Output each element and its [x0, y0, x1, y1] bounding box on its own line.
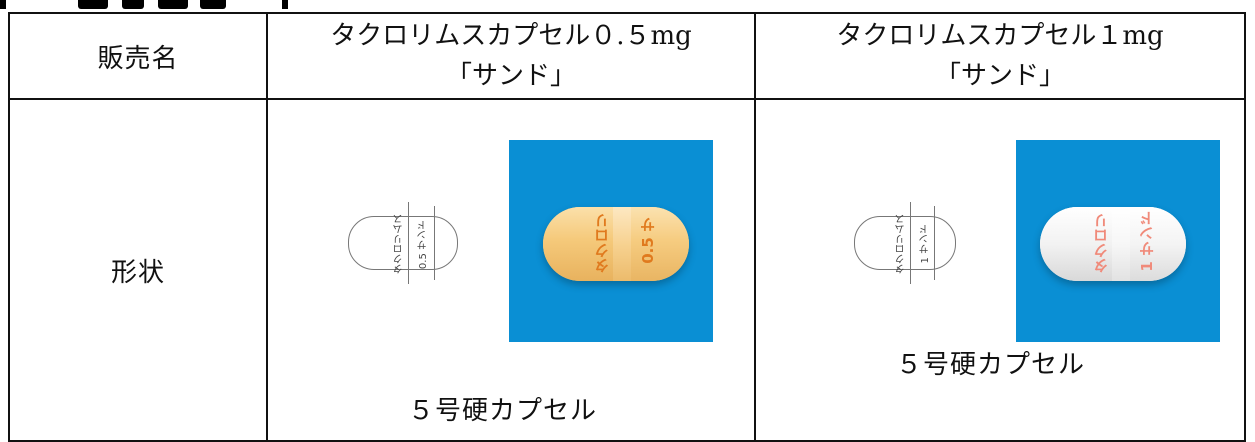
shape-row: 形状 タクロリムス 0.5 サンド タクロリ	[8, 98, 1246, 442]
product-name-line2: 「サンド」	[445, 61, 576, 91]
header-row: 販売名 タクロリムスカプセル０.５mg 「サンド」 タクロリムスカプセル１mg …	[8, 12, 1246, 100]
capsule-line-drawing: タクロリムス 0.5 サンド	[348, 202, 460, 284]
drawing-imprint-left: タクロリムス	[896, 214, 907, 274]
heading-glyph-fragment	[200, 0, 226, 9]
cut-off-section-heading	[0, 0, 300, 14]
product-name-line1: タクロリムスカプセル０.５mg	[330, 21, 692, 51]
photo-imprint-right: 0.5 サ	[639, 217, 657, 264]
capsule-3d: タクロリ 1 サンド	[1040, 207, 1186, 281]
header-label: 販売名	[97, 43, 179, 74]
photo-imprint-left: タクロリ	[1092, 213, 1110, 273]
photo-imprint-left: タクロリ	[593, 213, 611, 273]
capsule-size-caption: ５号硬カプセル	[896, 350, 1086, 380]
header-label-cell: 販売名	[8, 12, 268, 100]
drawing-imprint-right: 1 サンド	[920, 224, 931, 264]
capsule-photo: タクロリ 1 サンド	[1016, 140, 1220, 342]
product-name-cell-0: タクロリムスカプセル０.５mg 「サンド」	[266, 12, 756, 100]
capsule-3d: タクロリ 0.5 サ	[543, 207, 689, 281]
photo-imprint-right: 1 サンド	[1138, 211, 1156, 272]
heading-glyph-fragment	[158, 0, 188, 9]
heading-bracket-right	[282, 0, 288, 9]
shape-cell-1: タクロリムス 1 サンド タクロリ 1 サンド ５号硬カプセル	[754, 98, 1246, 442]
row-label: 形状	[110, 257, 165, 288]
row-label-cell: 形状	[8, 98, 268, 442]
capsule-photo: タクロリ 0.5 サ	[509, 140, 713, 342]
heading-glyph-fragment	[122, 0, 144, 9]
product-name-cell-1: タクロリムスカプセル１mg 「サンド」	[754, 12, 1246, 100]
heading-bracket-left	[0, 0, 6, 9]
drawing-imprint-right: 0.5 サンド	[418, 220, 429, 270]
capsule-line-drawing: タクロリムス 1 サンド	[854, 202, 958, 284]
drawing-imprint-left: タクロリムス	[394, 214, 405, 274]
shape-cell-0: タクロリムス 0.5 サンド タクロリ 0.5 サ ５号硬カプセル	[266, 98, 756, 442]
product-name-line1: タクロリムスカプセル１mg	[836, 21, 1164, 51]
product-shape-table: 販売名 タクロリムスカプセル０.５mg 「サンド」 タクロリムスカプセル１mg …	[8, 12, 1246, 442]
heading-glyph-fragment	[78, 0, 108, 9]
product-name-line2: 「サンド」	[934, 61, 1065, 91]
capsule-size-caption: ５号硬カプセル	[408, 396, 598, 426]
